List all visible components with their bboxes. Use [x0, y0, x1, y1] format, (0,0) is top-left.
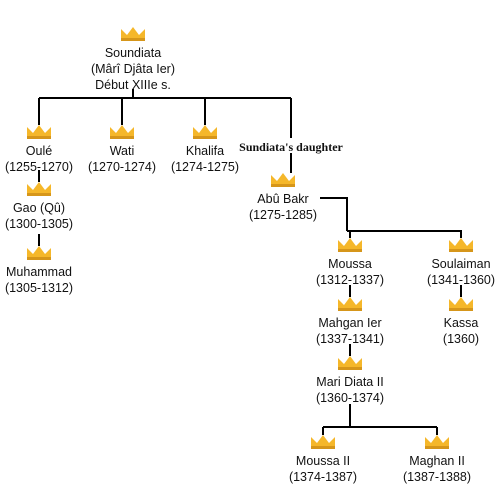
- person-khalifa: Khalifa (1274-1275): [171, 144, 239, 174]
- person-name: Moussa: [328, 257, 372, 271]
- person-moussa: Moussa (1312-1337): [316, 257, 384, 287]
- person-name: Wati: [110, 144, 135, 158]
- person-moussa2: Moussa II (1374-1387): [289, 454, 357, 484]
- connector-line: [347, 230, 462, 238]
- person-detail: (Mârî Djâta Ier): [91, 62, 175, 76]
- person-detail: (1305-1312): [5, 281, 73, 295]
- crown-icon: [425, 435, 449, 449]
- person-name: Oulé: [26, 144, 52, 158]
- person-mahgan: Mahgan Ier (1337-1341): [316, 316, 384, 346]
- crown-icon: [27, 246, 51, 260]
- connector-line: [320, 197, 348, 231]
- person-detail: (1387-1388): [403, 470, 471, 484]
- person-name: Mari Diata II: [316, 375, 383, 389]
- person-name: Muhammad: [6, 265, 72, 279]
- person-name: Khalifa: [186, 144, 224, 158]
- crown-icon: [338, 356, 362, 370]
- person-wati: Wati (1270-1274): [88, 144, 156, 174]
- person-detail: (1341-1360): [427, 273, 495, 287]
- person-name: Sundiata's daughter: [239, 140, 343, 154]
- crown-icon: [311, 435, 335, 449]
- person-gao: Gao (Qû) (1300-1305): [5, 201, 73, 231]
- person-maghan2: Maghan II (1387-1388): [403, 454, 471, 484]
- person-detail: (1337-1341): [316, 332, 384, 346]
- person-detail: (1255-1270): [5, 160, 73, 174]
- crown-icon: [338, 238, 362, 252]
- person-detail: (1360): [443, 332, 479, 346]
- crown-icon: [449, 297, 473, 311]
- person-soulaiman: Soulaiman (1341-1360): [427, 257, 495, 287]
- person-oule: Oulé (1255-1270): [5, 144, 73, 174]
- person-name: Moussa II: [296, 454, 350, 468]
- person-name: Abû Bakr: [257, 192, 308, 206]
- crown-icon: [110, 125, 134, 139]
- person-detail: (1300-1305): [5, 217, 73, 231]
- person-kassa: Kassa (1360): [443, 316, 479, 346]
- person-name: Kassa: [444, 316, 479, 330]
- person-daughter: Sundiata's daughter: [239, 140, 343, 154]
- crown-icon: [121, 27, 145, 41]
- person-detail: (1374-1387): [289, 470, 357, 484]
- person-name: Maghan II: [409, 454, 465, 468]
- person-detail: (1275-1285): [249, 208, 317, 222]
- person-detail: Début XIIIe s.: [95, 78, 171, 92]
- person-detail: (1360-1374): [316, 391, 384, 405]
- person-abubakr: Abû Bakr (1275-1285): [249, 192, 317, 222]
- person-detail: (1274-1275): [171, 160, 239, 174]
- crown-icon: [27, 125, 51, 139]
- crown-icon: [271, 173, 295, 187]
- person-detail: (1312-1337): [316, 273, 384, 287]
- crown-icon: [338, 297, 362, 311]
- person-muhammad: Muhammad (1305-1312): [5, 265, 73, 295]
- crown-icon: [27, 182, 51, 196]
- person-maridiata: Mari Diata II (1360-1374): [316, 375, 384, 405]
- crown-icon: [193, 125, 217, 139]
- person-name: Soundiata: [105, 46, 161, 60]
- person-name: Soulaiman: [431, 257, 490, 271]
- person-name: Mahgan Ier: [318, 316, 381, 330]
- crown-icon: [449, 238, 473, 252]
- person-detail: (1270-1274): [88, 160, 156, 174]
- person-name: Gao (Qû): [13, 201, 65, 215]
- person-soundiata: Soundiata (Mârî Djâta Ier) Début XIIIe s.: [91, 46, 175, 92]
